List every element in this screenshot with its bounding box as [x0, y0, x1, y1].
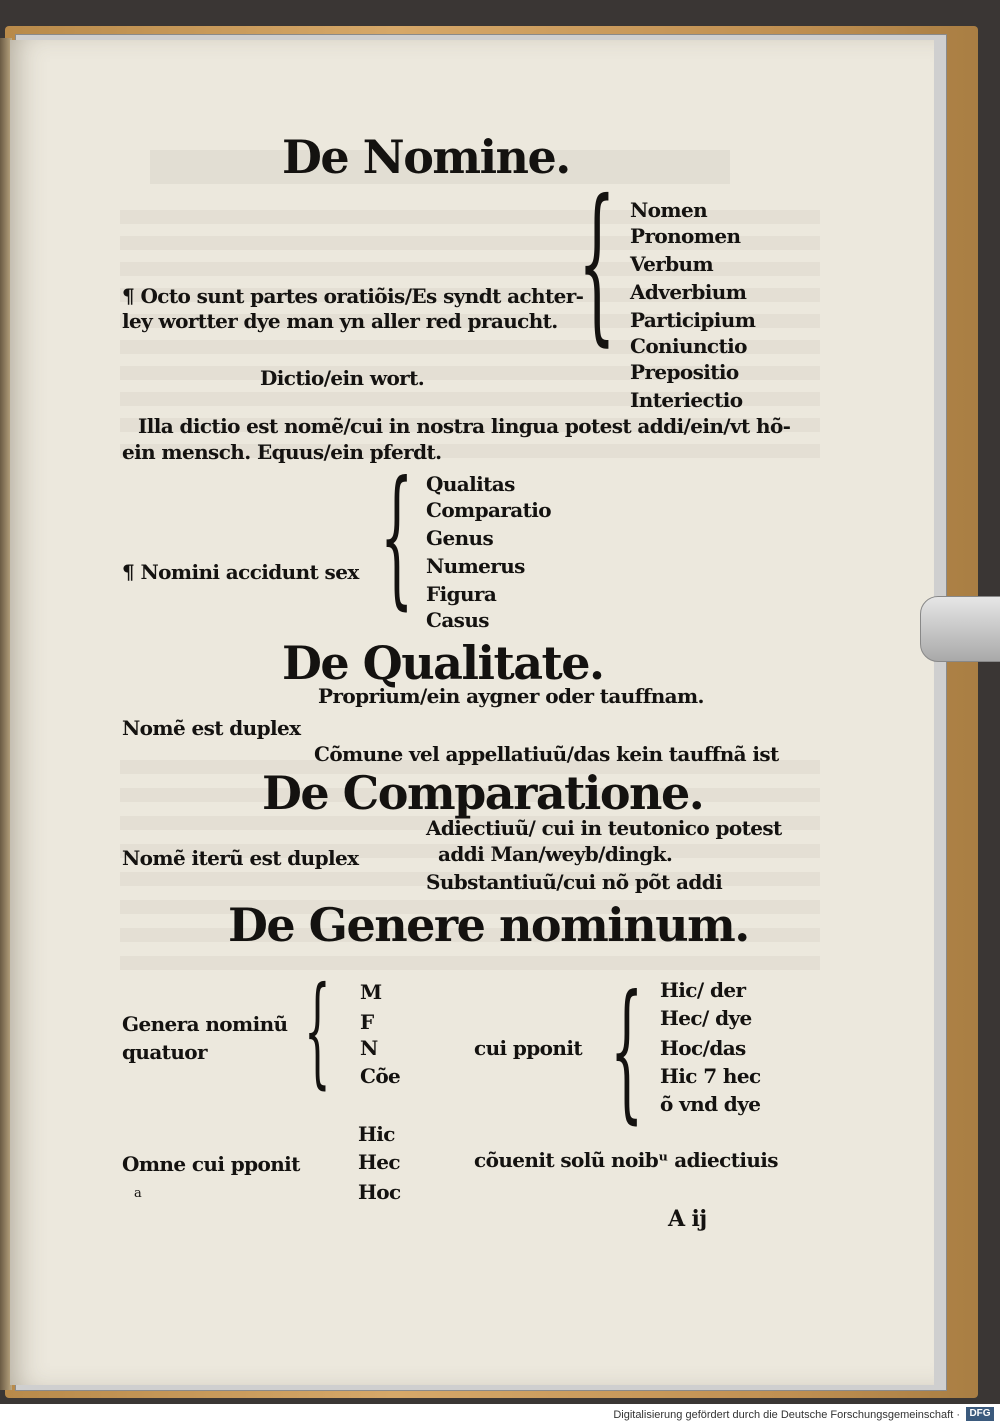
part-of-speech: Nomen: [630, 198, 708, 222]
gender-item: N: [360, 1036, 378, 1060]
conuenit-line: cõuenit solũ noibᵘ adiectiuis: [474, 1148, 779, 1172]
substantiuum-line: Substantiuũ/cui nõ põt addi: [426, 870, 723, 894]
part-of-speech: Pronomen: [630, 224, 741, 248]
proprium-line: Proprium/ein aygner oder tauffnam.: [318, 684, 705, 708]
brace-bracket: {: [304, 962, 331, 1101]
gender-item: M: [360, 980, 382, 1004]
octo-partes-line-2: ley wortter dye man yn aller red praucht…: [122, 309, 558, 333]
small-mark: a: [134, 1186, 142, 1201]
heading-de-comparatione: De Comparatione.: [262, 766, 705, 820]
nomini-accidunt-line: ¶ Nomini accidunt sex: [122, 560, 359, 584]
nome-duplex-line: Nomẽ est duplex: [122, 716, 301, 740]
accident-item: Numerus: [426, 554, 525, 578]
gender-item: F: [360, 1010, 374, 1034]
heading-de-qualitate: De Qualitate.: [282, 636, 605, 690]
footer-credit: Digitalisierung gefördert durch die Deut…: [613, 1409, 960, 1421]
pronoun-item: Hic: [358, 1122, 395, 1146]
comune-line: Cõmune vel appellatiuũ/das kein tauffnã …: [314, 742, 779, 766]
dfg-logo: DFG: [966, 1407, 994, 1421]
book-page: [10, 40, 934, 1385]
genera-nominum-line-2: quatuor: [122, 1040, 208, 1064]
illa-dictio-line-1: Illa dictio est nomẽ/cui in nostra lingu…: [138, 414, 791, 438]
accident-item: Comparatio: [426, 498, 552, 522]
illa-dictio-line-2: ein mensch. Equus/ein pferdt.: [122, 440, 442, 464]
omne-line: Omne cui pponit: [122, 1152, 300, 1176]
show-through-shadow: [150, 150, 730, 184]
article-item: Hic 7 hec: [660, 1064, 761, 1088]
cui-preponitur-label: cui pponit: [474, 1036, 583, 1060]
brace-bracket: {: [578, 164, 616, 362]
book-gutter: [0, 38, 12, 1390]
page-clip-tab: [920, 596, 1000, 662]
part-of-speech: Interiectio: [630, 388, 743, 412]
show-through-shadow: [120, 210, 820, 470]
heading-de-genere-nominum: De Genere nominum.: [228, 898, 750, 952]
show-through-shadow: [120, 760, 820, 980]
part-of-speech: Prepositio: [630, 360, 739, 384]
pronoun-item: Hoc: [358, 1180, 401, 1204]
accident-item: Figura: [426, 582, 497, 606]
adiectiuum-line: Adiectiuũ/ cui in teutonico potest: [426, 816, 782, 840]
dictio-line: Dictio/ein wort.: [260, 366, 425, 390]
nome-iterum-line: Nomẽ iterũ est duplex: [122, 846, 359, 870]
accident-item: Casus: [426, 608, 490, 632]
accident-item: Qualitas: [426, 472, 515, 496]
pronoun-item: Hec: [358, 1150, 401, 1174]
brace-bracket: {: [610, 964, 644, 1138]
article-item: Hec/ dye: [660, 1006, 752, 1030]
article-item: Hoc/das: [660, 1036, 746, 1060]
part-of-speech: Adverbium: [630, 280, 747, 304]
genera-nominum-line-1: Genera nominũ: [122, 1012, 288, 1036]
article-item: õ vnd dye: [660, 1092, 761, 1116]
accident-item: Genus: [426, 526, 494, 550]
article-item: Hic/ der: [660, 978, 746, 1002]
addi-man-line: addi Man/weyb/dingk.: [438, 842, 673, 866]
brace-bracket: {: [380, 450, 414, 624]
signature-mark: A ij: [668, 1206, 707, 1232]
octo-partes-line-1: ¶ Octo sunt partes oratiõis/Es syndt ach…: [122, 284, 584, 308]
part-of-speech: Coniunctio: [630, 334, 747, 358]
gender-item: Cõe: [360, 1064, 401, 1088]
part-of-speech: Verbum: [630, 252, 714, 276]
part-of-speech: Participium: [630, 308, 756, 332]
heading-de-nomine: De Nomine.: [282, 130, 571, 184]
footer-bar: [0, 1404, 1000, 1428]
